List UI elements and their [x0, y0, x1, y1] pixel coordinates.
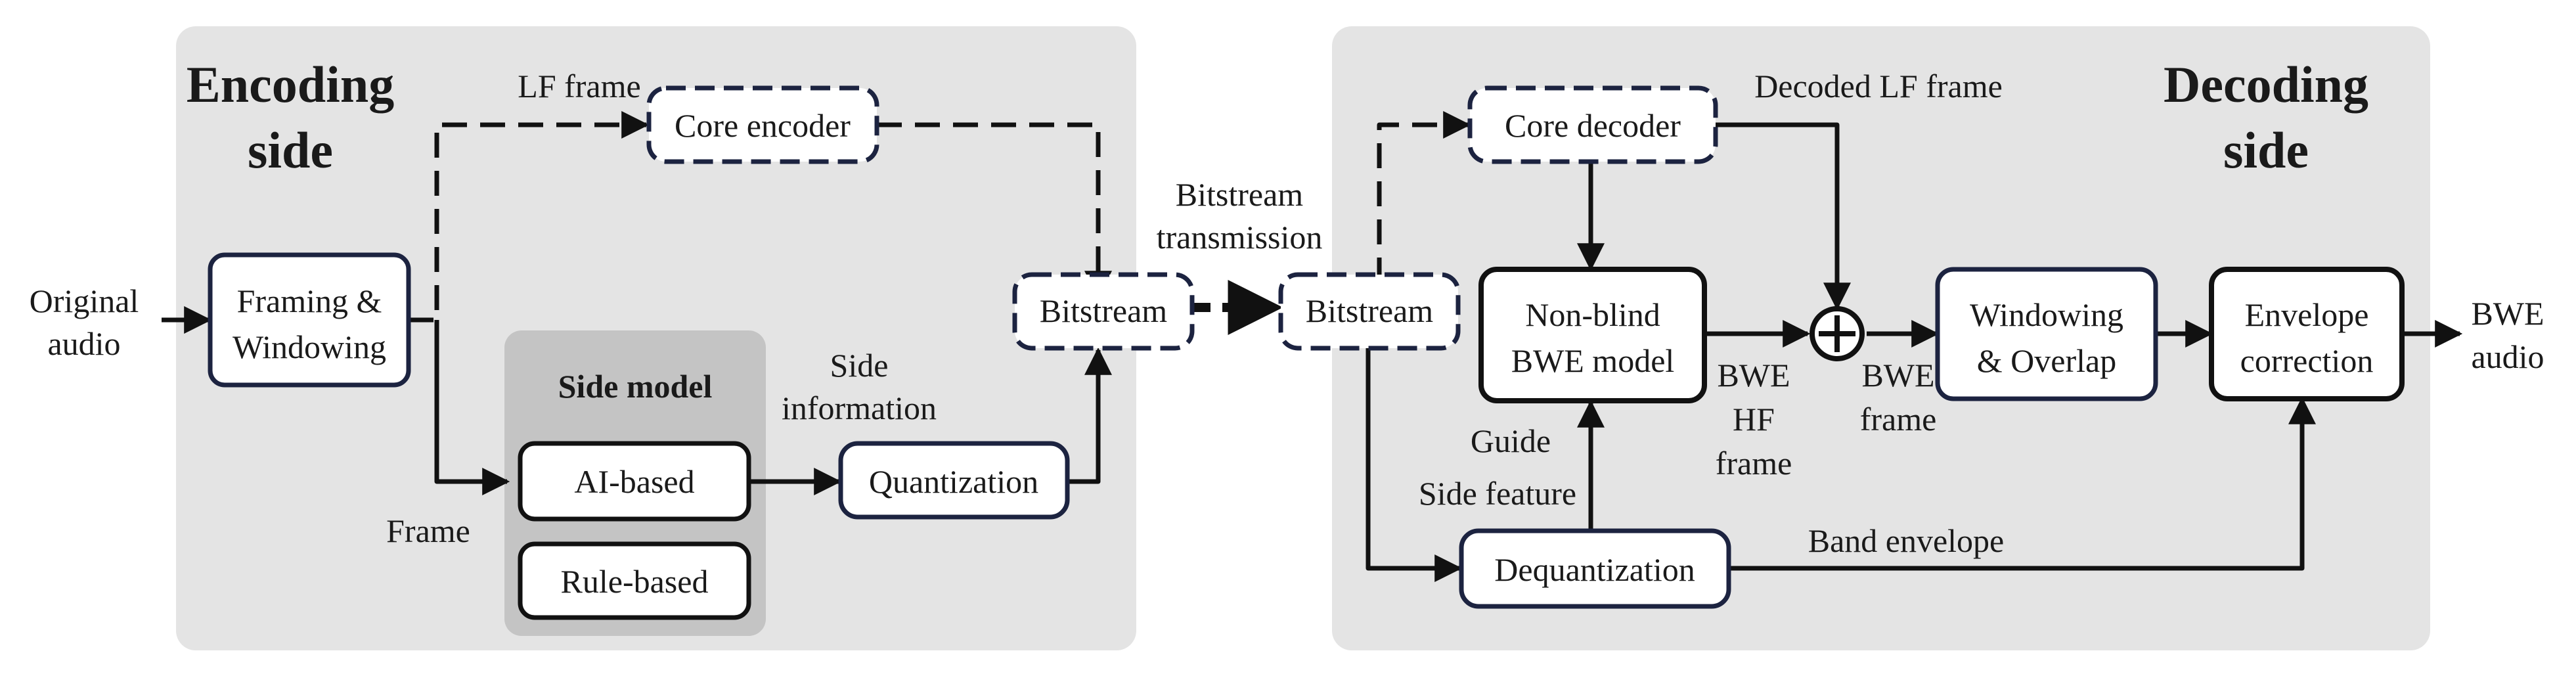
rule-based-label: Rule-based: [561, 563, 709, 600]
arrow-quantization-to-bitstream: [1067, 347, 1112, 484]
envelope-correction-box: [2209, 267, 2405, 401]
arrow-bitstream-to-core-decoder: [1377, 111, 1471, 282]
arrow-bitstream-to-dequantization: [1366, 347, 1463, 582]
side-feature-label: Side feature: [1419, 475, 1576, 512]
bitstream-transmission-line2: transmission: [1157, 219, 1323, 256]
quantization-label: Quantization: [869, 463, 1038, 500]
encoding-title-line1: Encoding: [187, 56, 394, 113]
ai-based-box: [518, 441, 751, 522]
framing-label-line2: Windowing: [233, 328, 386, 365]
dequantization-label: Dequantization: [1494, 551, 1695, 588]
guide-label: Guide: [1471, 422, 1551, 459]
ai-based-label: AI-based: [574, 463, 694, 500]
windowing-overlap-box: [1935, 267, 2158, 401]
original-audio-line1: Original: [30, 282, 139, 319]
nonblind-label-line1: Non-blind: [1525, 296, 1660, 333]
bwe-hf-frame-line1: BWE: [1717, 357, 1790, 394]
framing-label-line1: Framing &: [237, 282, 382, 319]
decoding-title-line2: side: [2223, 122, 2309, 179]
original-audio-line2: audio: [47, 325, 120, 362]
quantization-box: [838, 441, 1070, 520]
core-encoder-box: [646, 85, 879, 164]
bwe-hf-frame-line2: HF: [1733, 401, 1775, 438]
band-envelope-label: Band envelope: [1808, 522, 2005, 559]
bwe-hf-frame-line3: frame: [1716, 445, 1792, 482]
arrow-framing-to-ai-based: [434, 320, 510, 495]
side-information-line1: Side: [830, 347, 889, 384]
nonblind-bwe-model-box: [1478, 267, 1707, 403]
framing-windowing-box: [208, 252, 411, 388]
adder-icon: [1810, 306, 1865, 361]
encoding-title-line2: side: [248, 122, 333, 179]
windowing-label-line2: & Overlap: [1977, 342, 2116, 379]
nonblind-label-line2: BWE model: [1511, 342, 1675, 379]
side-model-title: Side model: [558, 368, 713, 405]
bwe-audio-line1: BWE: [2471, 295, 2544, 332]
arrow-core-decoder-to-adder: [1716, 122, 1851, 311]
bitstream-decoder-box: [1278, 272, 1461, 351]
rule-based-box: [518, 541, 751, 620]
bitstream-transmission-line1: Bitstream: [1176, 176, 1304, 213]
core-decoder-box: [1467, 85, 1718, 164]
side-information-line2: information: [782, 390, 937, 426]
bwe-audio-line2: audio: [2471, 338, 2544, 375]
arrow-framing-to-core-encoder: [409, 111, 650, 323]
core-decoder-label: Core decoder: [1505, 107, 1681, 144]
frame-label: Frame: [386, 512, 470, 549]
windowing-label-line1: Windowing: [1970, 296, 2123, 333]
bwe-frame-line2: frame: [1860, 401, 1937, 438]
envelope-label-line2: correction: [2240, 342, 2374, 379]
bwe-frame-line1: BWE: [1861, 357, 1934, 394]
bitstream-encoder-box: [1012, 272, 1195, 351]
decoding-title-line1: Decoding: [2164, 56, 2368, 113]
arrow-dequantization-to-envelope: [1729, 396, 2316, 571]
lf-frame-label: LF frame: [518, 68, 640, 104]
core-encoder-label: Core encoder: [675, 107, 851, 144]
bitstream-decoder-label: Bitstream: [1306, 292, 1434, 329]
envelope-label-line1: Envelope: [2245, 296, 2369, 333]
bitstream-encoder-label: Bitstream: [1040, 292, 1168, 329]
decoding-panel: [1332, 26, 2430, 650]
decoded-lf-frame-label: Decoded LF frame: [1754, 68, 2003, 104]
dequantization-box: [1459, 528, 1731, 609]
